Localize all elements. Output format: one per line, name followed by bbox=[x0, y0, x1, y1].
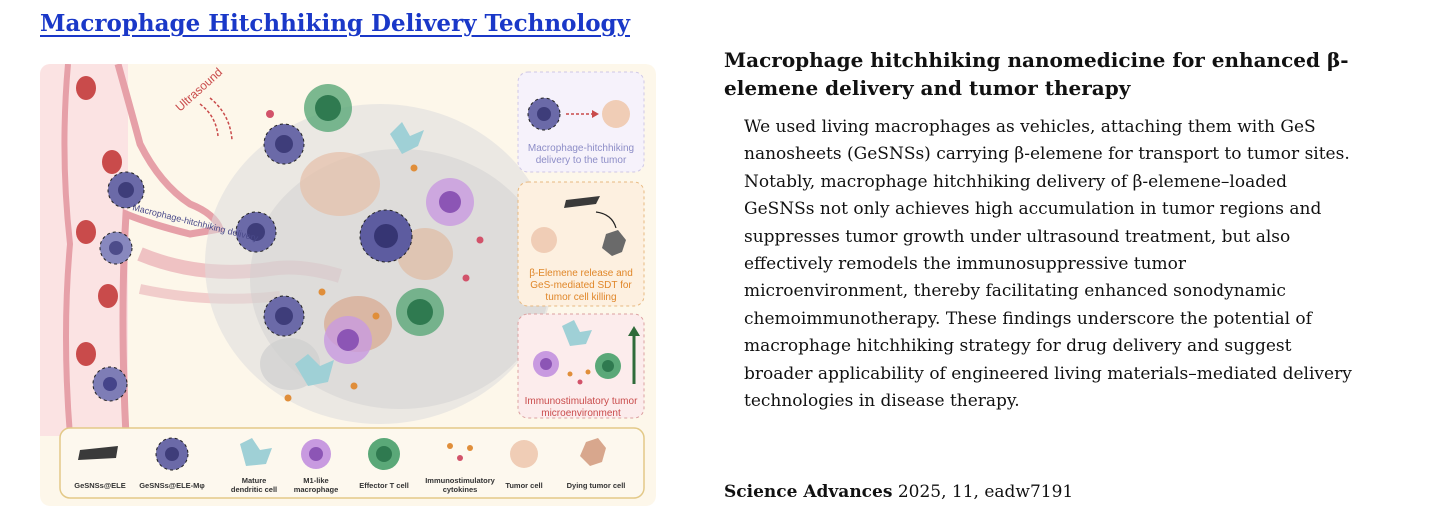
legend-icon-cytokines bbox=[447, 443, 473, 461]
panel-immunostimulatory bbox=[517, 313, 645, 419]
tumor-area-cells bbox=[235, 84, 484, 402]
article-headline: Macrophage hitchhiking nanomedicine for … bbox=[724, 48, 1349, 100]
vessel-macrophages bbox=[92, 171, 145, 402]
legend-label-m1-line1: M1-like bbox=[303, 476, 328, 485]
citation: Science Advances 2025, 11, eadw7191 bbox=[724, 482, 1073, 502]
legend-icon-dendritic-cell bbox=[240, 438, 272, 466]
citation-journal: Science Advances bbox=[724, 482, 893, 502]
legend-label-dendritic-line1: Mature bbox=[242, 476, 267, 485]
red-blood-cells bbox=[76, 76, 122, 366]
panel-2-caption-line1: β-Elemene release and bbox=[529, 268, 633, 279]
legend-label-gesnss: GeSNSs@ELE bbox=[74, 481, 126, 490]
legend-icon-tumor-cell bbox=[510, 440, 538, 468]
legend-label-macrophage: GeSNSs@ELE-Mφ bbox=[139, 481, 205, 490]
legend-label-m1-line2: macrophage bbox=[294, 485, 339, 494]
legend-icon-m1-macrophage bbox=[301, 439, 331, 469]
legend-label-dendritic-line2: dendritic cell bbox=[231, 485, 277, 494]
legend-label-dying-tumor-cell: Dying tumor cell bbox=[567, 481, 626, 490]
tumor-mass bbox=[205, 104, 555, 424]
legend-icon-macrophage bbox=[155, 437, 189, 471]
legend-label-cytokines-line1: Immunostimulatory bbox=[425, 476, 495, 485]
legend-label-cytokines-line2: cytokines bbox=[443, 485, 478, 494]
panel-2-caption-line2: GeS-mediated SDT for bbox=[530, 280, 632, 291]
citation-details: 2025, 11, eadw7191 bbox=[892, 482, 1074, 502]
panel-1-caption-line1: Macrophage-hitchhiking bbox=[528, 143, 634, 154]
legend-icons bbox=[78, 437, 606, 471]
legend-label-t-cell: Effector T cell bbox=[359, 481, 409, 490]
article-summary: Macrophage hitchhiking nanomedicine for … bbox=[724, 46, 1414, 415]
article-abstract: We used living macrophages as vehicles, … bbox=[744, 117, 1352, 412]
legend-icon-dying-tumor-cell bbox=[580, 438, 606, 466]
legend-icon-gesnss bbox=[78, 446, 118, 460]
panel-elemene-release bbox=[517, 181, 645, 307]
panel-2-caption-line3: tumor cell killing bbox=[545, 292, 616, 303]
panel-3-caption-line1: Immunostimulatory tumor bbox=[525, 396, 638, 407]
legend-icon-effector-t-cell bbox=[368, 438, 400, 470]
page-title[interactable]: Macrophage Hitchhiking Delivery Technolo… bbox=[40, 10, 630, 37]
graphical-abstract-figure: Ultrasound bbox=[40, 64, 656, 506]
panel-1-caption-line2: delivery to the tumor bbox=[536, 155, 627, 166]
legend-box bbox=[59, 427, 645, 499]
graphical-abstract-svg: Ultrasound bbox=[40, 64, 656, 506]
panel-3-caption-line2: microenvironment bbox=[541, 408, 621, 419]
legend-label-tumor-cell: Tumor cell bbox=[505, 481, 542, 490]
panel-macrophage-delivery bbox=[517, 71, 645, 173]
